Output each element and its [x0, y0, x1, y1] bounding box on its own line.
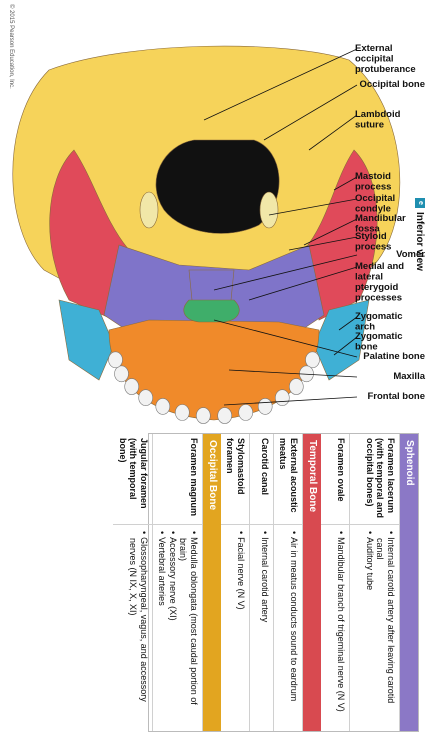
- table-row: Foramen ovaleMandibular branch of trigem…: [321, 434, 350, 731]
- column-divider: [221, 524, 249, 525]
- leader-line: [213, 319, 358, 358]
- foramen-name: Carotid canal: [260, 438, 270, 496]
- anatomy-label: Occipital bone: [359, 79, 425, 90]
- structures-list: Medulla oblongata (most caudal portion o…: [157, 530, 200, 726]
- anatomy-label: Lambdoid suture: [355, 109, 401, 131]
- structures-list: Mandibular branch of trigeminal nerve (N…: [336, 530, 346, 726]
- leader-line: [288, 236, 358, 251]
- leader-line: [303, 218, 358, 246]
- tooth: [175, 404, 190, 421]
- anatomy-label: Frontal bone: [367, 391, 425, 402]
- tooth: [275, 389, 290, 407]
- table-row: Stylomastoid foramenFacial nerve (N V): [221, 434, 250, 731]
- structures-list: Glossopharyngeal, vagus, and accessory n…: [128, 530, 150, 726]
- structure-item: Auditory tube: [365, 530, 375, 726]
- view-badge: e: [415, 198, 425, 208]
- tooth: [196, 407, 211, 424]
- tooth: [289, 378, 304, 395]
- leader-line: [268, 198, 358, 216]
- column-divider: [321, 524, 349, 525]
- skull-illustration: [12, 45, 401, 424]
- occipital-condyle-upper-shape: [259, 191, 279, 229]
- column-divider: [274, 524, 302, 525]
- leader-line: [308, 114, 358, 151]
- palatine-bone-shape: [183, 299, 240, 323]
- leader-line: [248, 266, 358, 301]
- structure-item: Internal carotid artery: [260, 530, 270, 726]
- table-row: Carotid canalInternal carotid artery: [250, 434, 274, 731]
- column-divider: [153, 524, 202, 525]
- structure-item: Mandibular branch of trigeminal nerve (N…: [336, 530, 346, 726]
- foramen-name: Jugular foramen (with temporal bone): [118, 438, 149, 509]
- view-caption: Inferior view: [414, 212, 425, 271]
- section-header: Temporal Bone: [303, 434, 321, 731]
- leader-lines: [203, 48, 358, 406]
- column-divider: [350, 524, 399, 525]
- leader-line: [203, 48, 358, 121]
- anatomy-label: Zygomatic bone: [355, 331, 403, 353]
- tooth: [108, 351, 123, 369]
- section-header: Occipital Bone: [203, 434, 221, 731]
- foramen-name: External acoustic meatus: [278, 438, 300, 513]
- structure-item: Air in meatus conducts sound to eardrum: [289, 530, 299, 726]
- leader-line: [228, 369, 358, 378]
- table-row: External acoustic meatusAir in meatus co…: [274, 434, 303, 731]
- foramen-name: Foramen lacerum (with temporal and occip…: [365, 438, 396, 519]
- structure-item: Medulla oblongata (most caudal portion o…: [178, 530, 200, 726]
- section-header: Sphenoid: [400, 434, 418, 731]
- tooth: [124, 378, 140, 395]
- column-divider: [113, 524, 152, 525]
- tooth: [217, 407, 232, 424]
- tooth: [238, 404, 253, 421]
- structures-list: Internal carotid artery after leaving ca…: [365, 530, 397, 726]
- table-row: Jugular foramen (with temporal bone) Glos…: [113, 434, 153, 731]
- foramen-name: Foramen ovale: [336, 438, 346, 502]
- leader-line: [213, 254, 358, 291]
- leader-line: [223, 396, 358, 406]
- leader-line: [263, 84, 358, 141]
- table-row: Foramen magnumMedulla oblongata (most ca…: [153, 434, 203, 731]
- anatomy-label: Mastoid process: [355, 171, 392, 193]
- leader-line: [333, 176, 358, 191]
- tooth: [257, 398, 273, 415]
- structures-list: Facial nerve (N V): [236, 530, 246, 726]
- leader-line: [333, 336, 358, 356]
- foramen-name: Stylomastoid foramen: [225, 438, 247, 495]
- zygomatic-arch-upper-shape: [313, 299, 370, 381]
- tooth: [138, 389, 154, 407]
- zygomatic-arch-lower-shape: [58, 299, 115, 381]
- structure-item: Glossopharyngeal, vagus, and accessory n…: [128, 530, 150, 726]
- structure-item: Internal carotid artery after leaving ca…: [375, 530, 397, 726]
- structure-item: Vertebral arteries: [157, 530, 168, 726]
- structure-item: Accessory nerve (XI): [168, 530, 178, 726]
- structure-item: Facial nerve (N V): [236, 530, 246, 726]
- structures-list: Internal carotid artery: [260, 530, 270, 726]
- anatomy-label: Maxilla: [393, 371, 425, 382]
- column-divider: [250, 524, 273, 525]
- tooth: [305, 351, 320, 369]
- anatomy-label: Palatine bone: [363, 351, 425, 362]
- maxilla-shape: [108, 319, 320, 421]
- occipital-condyle-lower-shape: [139, 191, 159, 229]
- temporal-bone-lower-shape: [49, 149, 130, 321]
- foramen-name: Foramen magnum: [189, 438, 199, 517]
- table-row: Foramen lacerum (with temporal and occip…: [350, 434, 400, 731]
- anatomy-label: Zygomatic arch: [355, 311, 403, 333]
- tooth: [114, 365, 129, 383]
- leader-line: [338, 316, 358, 331]
- foramen-magnum-shape: [155, 139, 280, 234]
- tooth: [155, 398, 171, 415]
- anatomy-label: External occipital protuberance: [355, 43, 416, 75]
- structures-list: Air in meatus conducts sound to eardrum: [289, 530, 299, 726]
